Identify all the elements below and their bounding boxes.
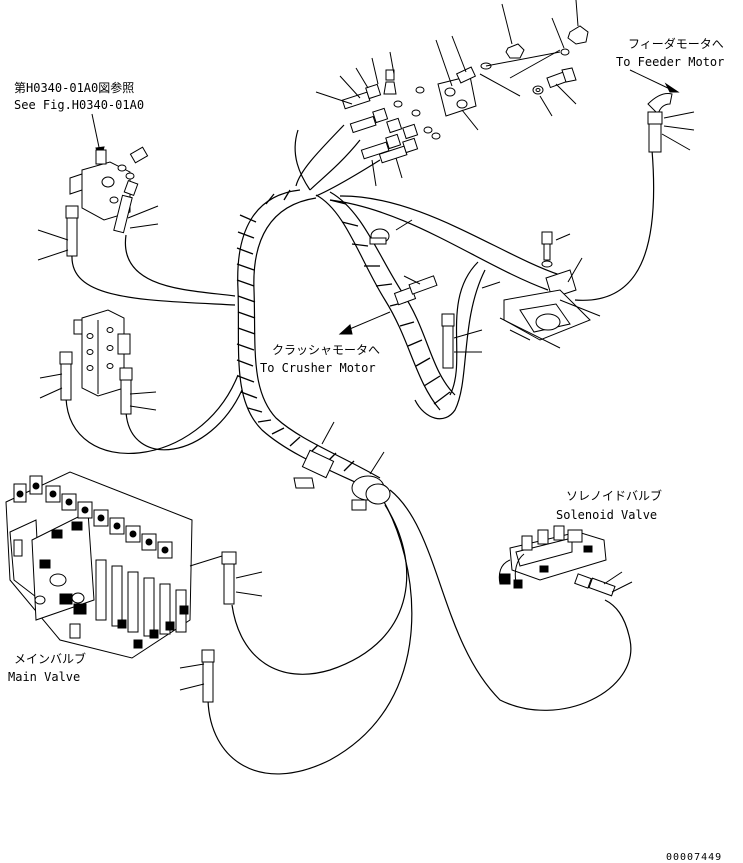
crusher-fittings bbox=[393, 275, 455, 369]
main-valve-label-en: Main Valve bbox=[8, 670, 80, 684]
bundle-leader-lines bbox=[321, 421, 385, 475]
hose-clamp-small bbox=[369, 228, 390, 245]
solenoid-valve bbox=[498, 525, 616, 597]
crusher-motor-arrow bbox=[338, 311, 391, 335]
crusher-motor-label-en: To Crusher Motor bbox=[260, 361, 376, 375]
top-leader-lines bbox=[315, 0, 579, 187]
feeder-motor-label-jp: フィーダモータへ bbox=[628, 36, 724, 51]
solenoid-leader-lines bbox=[603, 571, 633, 593]
solenoid-valve-label-jp: ソレノイドバルブ bbox=[566, 488, 662, 503]
bundle-clamp-lower bbox=[351, 475, 391, 511]
top-fittings bbox=[341, 25, 589, 164]
solenoid-valve-label-en: Solenoid Valve bbox=[556, 508, 657, 522]
crusher-motor-label-jp: クラッシャモータへ bbox=[272, 343, 380, 357]
main-valve-fittings bbox=[201, 551, 237, 703]
feeder-leader-lines bbox=[661, 111, 695, 151]
crusher-leader-lines bbox=[403, 275, 501, 353]
upper-left-leader-lines bbox=[37, 205, 159, 261]
feeder-motor-elbow bbox=[647, 93, 673, 153]
main-valve-label-jp: メインバルブ bbox=[14, 651, 86, 666]
hose-routing bbox=[65, 124, 655, 775]
middle-left-valve-block bbox=[59, 309, 133, 415]
see-fig-label-en: See Fig.H0340-01A0 bbox=[14, 98, 144, 112]
feeder-hose-clamp-assembly bbox=[499, 231, 601, 349]
upper-left-valve-block bbox=[65, 146, 149, 257]
see-fig-label-jp: 第H0340-01A0図参照 bbox=[14, 80, 134, 95]
spiral-hose-bundle bbox=[236, 189, 456, 491]
main-valve-leader-lines bbox=[179, 555, 263, 691]
feeder-motor-arrow bbox=[629, 69, 680, 93]
main-valve-body bbox=[5, 471, 193, 659]
document-number: 00007449 bbox=[666, 852, 722, 863]
feeder-motor-label-en: To Feeder Motor bbox=[616, 55, 724, 69]
right-clamp-leader-lines bbox=[395, 219, 583, 283]
bundle-clamp-upper bbox=[293, 449, 335, 489]
middle-left-leader-lines bbox=[39, 373, 157, 411]
